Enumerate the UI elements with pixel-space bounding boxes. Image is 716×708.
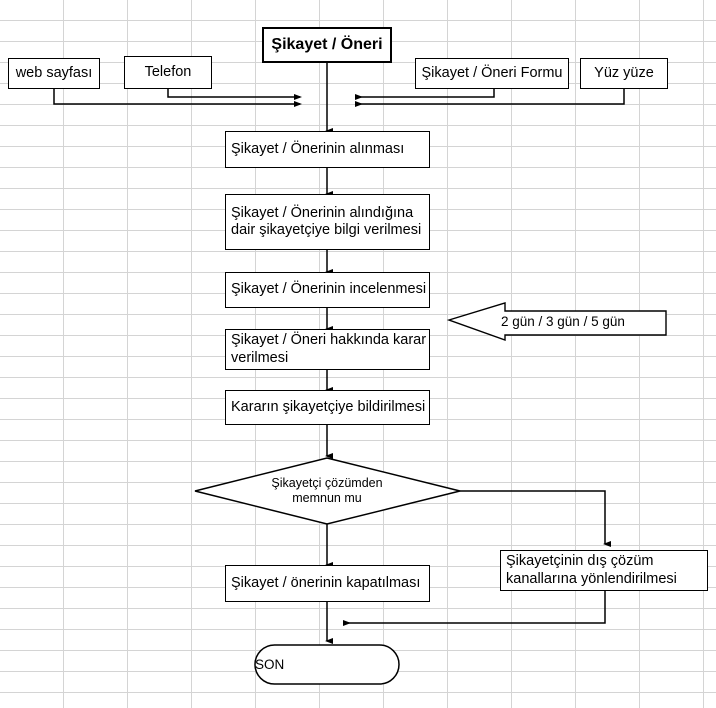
node-step-close: Şikayet / önerinin kapatılması bbox=[225, 565, 430, 602]
node-source-phone-label: Telefon bbox=[144, 63, 192, 80]
edge-web-to-flow bbox=[53, 89, 302, 107]
node-source-web-label: web sayfası bbox=[15, 64, 93, 81]
node-end: SON bbox=[255, 645, 399, 684]
node-step-decide-line1: Şikayet / Öneri hakkında karar bbox=[231, 332, 427, 349]
node-step-review: Şikayet / Önerinin incelenmesi bbox=[225, 272, 430, 308]
edge-form-to-flow bbox=[355, 89, 495, 100]
node-duration-callout-label: 2 gün / 3 gün / 5 gün bbox=[501, 313, 625, 329]
node-step-receive-label: Şikayet / Önerinin alınması bbox=[231, 140, 405, 157]
node-step-inform-line1: Şikayet / Önerinin alındığına bbox=[231, 204, 414, 221]
node-duration-callout: 2 gün / 3 gün / 5 gün bbox=[449, 303, 666, 340]
node-step-close-label: Şikayet / önerinin kapatılması bbox=[231, 574, 421, 591]
node-source-form-label: Şikayet / Öneri Formu bbox=[421, 64, 563, 81]
node-source-form: Şikayet / Öneri Formu bbox=[415, 58, 569, 89]
edge-decision-external bbox=[460, 490, 611, 547]
edge-phone-to-flow bbox=[167, 89, 302, 100]
node-step-receive: Şikayet / Önerinin alınması bbox=[225, 131, 430, 168]
node-step-inform-line2: dair şikayetçiye bilgi verilmesi bbox=[231, 222, 422, 238]
node-end-label: SON bbox=[255, 656, 285, 672]
node-step-external-line1: Şikayetçinin dış çözüm bbox=[506, 553, 654, 570]
node-source-web: web sayfası bbox=[8, 58, 100, 89]
node-title-label: Şikayet / Öneri bbox=[271, 35, 383, 53]
node-step-notify-label: Kararın şikayetçiye bildirilmesi bbox=[231, 398, 426, 415]
node-step-decide: Şikayet / Öneri hakkında karar verilmesi bbox=[225, 329, 430, 370]
node-source-phone: Telefon bbox=[124, 56, 212, 89]
node-source-face: Yüz yüze bbox=[580, 58, 668, 89]
edge-face-to-flow bbox=[355, 89, 625, 107]
node-step-external-line2: kanallarına yönlendirilmesi bbox=[506, 570, 677, 587]
node-decision-line1: Şikayetçi çözümden bbox=[271, 476, 383, 491]
node-decision-satisfied: Şikayetçi çözümden memnun mu bbox=[225, 470, 429, 512]
node-step-notify: Kararın şikayetçiye bildirilmesi bbox=[225, 390, 430, 425]
node-step-external: Şikayetçinin dış çözüm kanallarına yönle… bbox=[500, 550, 708, 591]
node-step-decide-line2: verilmesi bbox=[231, 349, 289, 366]
node-source-face-label: Yüz yüze bbox=[594, 64, 654, 81]
node-title: Şikayet / Öneri bbox=[262, 27, 392, 63]
node-step-inform: Şikayet / Önerinin alındığına dair şikay… bbox=[225, 194, 430, 250]
node-step-review-label: Şikayet / Önerinin incelenmesi bbox=[231, 281, 427, 298]
node-decision-line2: memnun mu bbox=[292, 491, 362, 505]
